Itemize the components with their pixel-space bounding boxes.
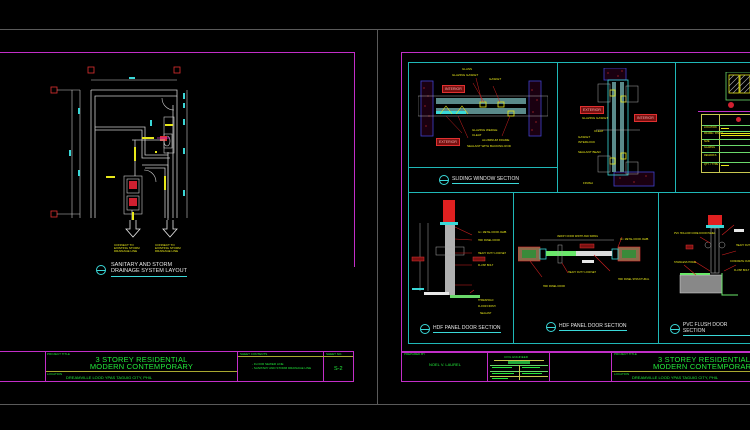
label-exterior: EXTERIOR [436, 138, 460, 146]
callout-aluminum-frame: ALUMINUM FRAME [482, 138, 510, 142]
sheet-no-value: S-2 [334, 366, 343, 372]
sliding-window-elevation-drawing [596, 68, 656, 193]
schedule-row-glazing: GLAZING [704, 146, 715, 149]
pvc-flush-door-drawing [666, 215, 750, 305]
sliding-window-plan-drawing [418, 78, 548, 143]
callout-pvc-lockset: HEAVY DUTY LOCKSET [736, 244, 750, 247]
schedule-marker [736, 117, 741, 122]
location-label: LOCATION [47, 372, 63, 376]
right-sheet-border [401, 52, 750, 382]
label-interior-elev: INTERIOR [634, 114, 657, 122]
section-title-line2: DRAINAGE SYSTEM LAYOUT [111, 268, 187, 277]
callout-glass: GLASS [462, 67, 473, 71]
callout-sealant-bead: SEALANT BEAD [578, 150, 601, 154]
left-sheet-border-lower [0, 166, 355, 267]
sliding-window-section-title: SLIDING WINDOW SECTION [439, 175, 519, 185]
callout-interlock: INTERLOCK [578, 140, 596, 144]
hdf-door-elevation-drawing [410, 195, 500, 335]
outlet-note-right: CONNECT TO EXISTING STORM DRAINAGE LINE [155, 243, 181, 253]
hdf-door-plan-section-title: HDF PANEL DOOR SECTION [546, 322, 627, 332]
callout-floor-finish: FLOOR FINISH [478, 305, 496, 308]
drainage-floor-plan[interactable] [40, 60, 200, 220]
section-marker-w [439, 175, 449, 185]
hdf-door-plan-drawing [518, 235, 648, 285]
callout-glazing-gasket-elev: GLAZING GASKET [582, 116, 609, 120]
prepared-by-label: PREPARED BY [404, 352, 426, 356]
sheet-contents-label: SHEET CONTENTS [240, 352, 268, 356]
designer-name: NOEL V. LAUREL [429, 362, 461, 367]
section-title-line1: SANITARY AND STORM [111, 262, 173, 268]
window-elevation-thumb [723, 72, 750, 114]
location-value: DREAMVILLE LOOD YPAS TAGUIG CITY, PHIL [66, 375, 153, 380]
section-title-text: HDF PANEL DOOR SECTION [559, 323, 627, 331]
project-title-line2: MODERN CONTEMPORARY [89, 362, 194, 371]
left-sheet-border [0, 52, 355, 167]
outlet-arrow-right [162, 220, 178, 242]
left-title-block [0, 351, 354, 382]
section-title-text: HDF PANEL DOOR SECTION [433, 325, 501, 333]
viewport-bottom-edge [0, 404, 750, 405]
schedule-row-remarks: REMARKS [704, 154, 717, 157]
right-sheet[interactable]: INTERIOR EXTERIOR GLASS GLAZING GASKET G… [378, 0, 750, 430]
callout-pvc-panel: PVC HOLLOW CORE DOOR PANEL [674, 232, 716, 235]
section-marker-d1 [420, 324, 430, 334]
callout-cleat: CLEAT [472, 133, 482, 137]
section-title-text: PVC FLUSH DOOR SECTION [682, 322, 750, 336]
panel-pvc-flush-door[interactable] [658, 192, 750, 344]
callout-hdf-panel: HDF PANEL DOOR [478, 239, 500, 242]
schedule-row-qty: QTY. / TYPE [704, 163, 719, 166]
schedule-row-size: SIZE [704, 140, 710, 143]
sheet-contents-item-2: - SANITARY AND STORM DRAINAGE LINE [252, 366, 312, 370]
sheet-contents-item-1: - FLOOR SEWER LINE [252, 362, 284, 366]
schedule-row-frame: FRAME / FINISH [704, 132, 724, 135]
engineer-title: CIVIL ENGINEER [504, 355, 528, 359]
callout-threshold: THRESHOLD [478, 299, 494, 302]
project-title-line1: 3 STOREY RESIDENTIAL [95, 355, 188, 364]
callout-pvc-flush-bolt: FLUSH BOLT [734, 269, 750, 272]
pvc-door-section-title: PVC FLUSH DOOR SECTION [670, 322, 750, 336]
window-schedule-table[interactable]: LOCATION FRAME / FINISH SIZE GLAZING REM… [701, 114, 750, 173]
label-exterior-elev: EXTERIOR [580, 106, 604, 114]
right-project-title-line1: 3 STOREY RESIDENTIAL [658, 355, 750, 364]
schedule-magenta-line [698, 111, 750, 112]
callout-pvc-curb: CONCRETE CURB [730, 260, 750, 263]
section-marker-d2 [546, 322, 556, 332]
right-project-title-line2: MODERN CONTEMPORARY [653, 362, 750, 371]
callout-flush-bolt: FLUSH BOLT [478, 264, 494, 267]
callout-pvc-hinge: STAINLESS HINGE [674, 261, 697, 264]
right-location-value: DREAMVILLE LOOD YPAS TAGUIG CITY, PHIL [632, 375, 719, 380]
callout-plan-panel: HDF PANEL DOOR [543, 285, 565, 288]
hdf-door-elevation-section-title: HDF PANEL DOOR SECTION [420, 324, 501, 334]
left-sheet[interactable]: CONNECT TO EXISTING STORM DRAINAGE LINE … [0, 0, 377, 430]
viewport-top-edge [0, 29, 750, 30]
schedule-row-location: LOCATION [704, 126, 717, 129]
section-marker-bubble [96, 265, 106, 275]
project-title-label: PROJECT TITLE [47, 352, 70, 356]
callout-gasket-elev: GASKET [578, 135, 591, 139]
engineer-block: CIVIL ENGINEER [490, 354, 548, 380]
callout-door-jamb: G.I. METAL DOOR JAMB [478, 231, 507, 234]
callout-sealant-door: SEALANT [480, 312, 492, 315]
section-title-text: SLIDING WINDOW SECTION [452, 176, 519, 184]
callout-gasket: GASKET [489, 77, 502, 81]
dim-verify-door: VERIFY DOOR WIDTH AND SWING [557, 235, 599, 238]
callout-plan-jamb: G.I. METAL DOOR JAMB [620, 238, 649, 241]
callout-glazing-wedge: GLAZING WEDGE [472, 128, 498, 132]
outlet-arrow-left [125, 220, 141, 242]
outlet-note-left: CONNECT TO EXISTING STORM DRAINAGE LINE [114, 243, 140, 253]
label-interior: INTERIOR [442, 85, 465, 93]
callout-cleat-elev: CLEAT [594, 129, 604, 133]
callout-lockset: HEAVY DUTY LOCKSET [478, 252, 507, 255]
callout-plan-lockset: HEAVY DUTY LOCKSET [568, 271, 597, 274]
section-marker-d3 [670, 324, 680, 334]
right-project-title-label: PROJECT TITLE [614, 352, 637, 356]
callout-finish: FINISH [583, 181, 593, 185]
right-location-label: LOCATION [614, 372, 630, 376]
callout-glazing-gasket: GLAZING GASKET [452, 73, 479, 77]
callout-sealant: SEALANT WITH BACKING ROD [467, 144, 511, 148]
sheet-no-label: SHEET NO. [326, 352, 343, 356]
viewport-divider[interactable] [377, 29, 378, 405]
callout-plan-structural: HDF PANEL STRUCTURAL [618, 278, 650, 281]
